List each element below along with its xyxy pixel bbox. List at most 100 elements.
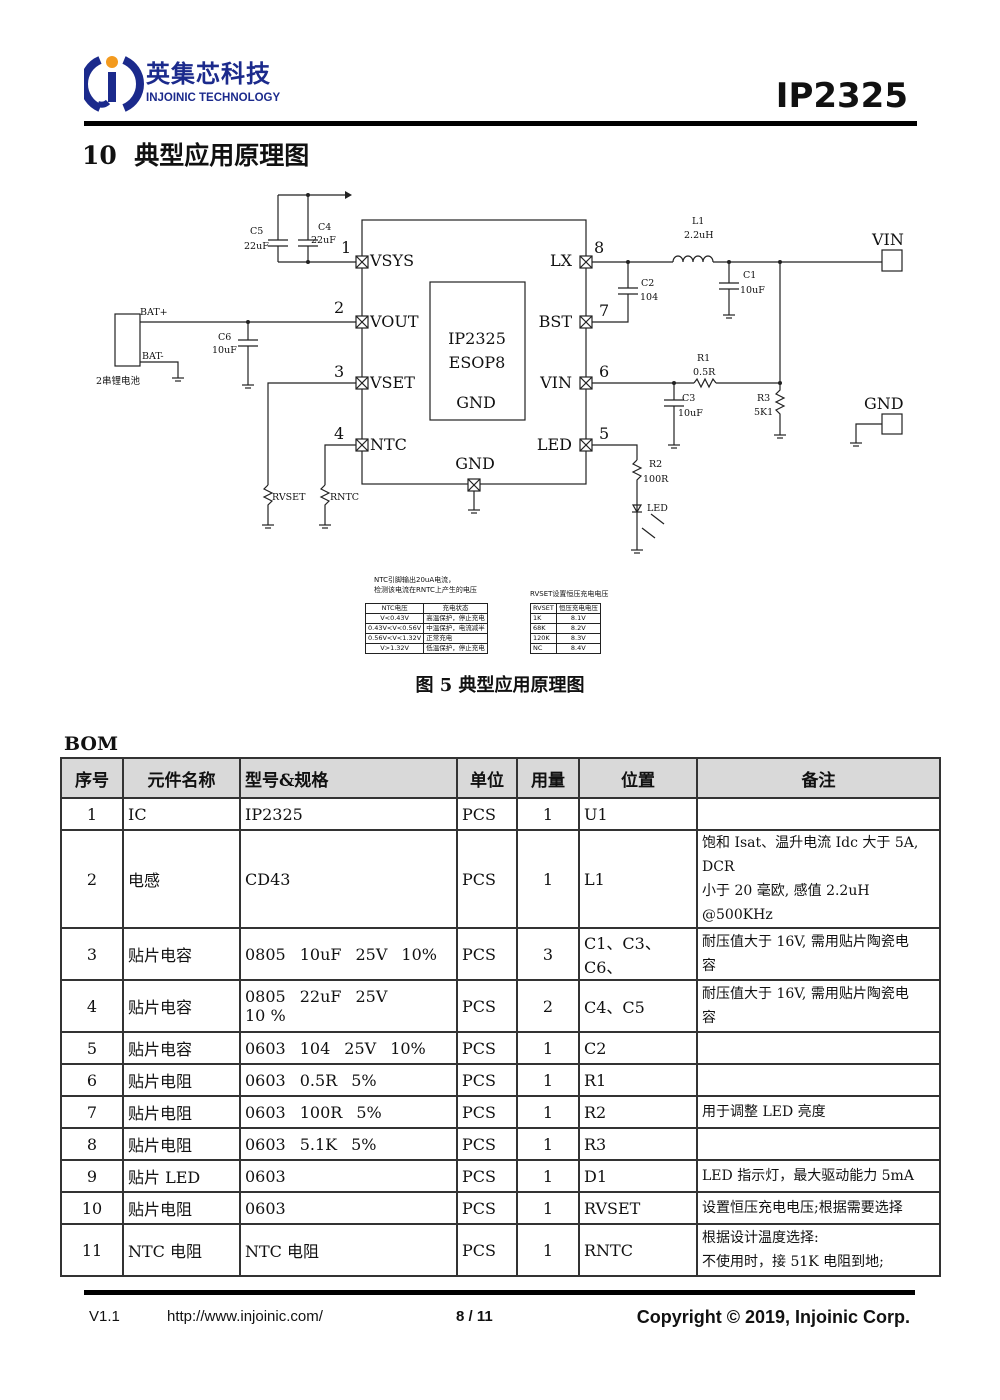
ground-icon: [774, 434, 786, 439]
ntc-table-cell: 中温保护，电流减半: [423, 623, 488, 634]
rvset-table-cell: NC: [530, 643, 557, 654]
note-line: 容: [702, 958, 716, 974]
r3-ref: R3: [757, 393, 770, 404]
note-line: 容: [702, 1010, 716, 1026]
pin-marker-icon: [579, 255, 593, 269]
pin-marker-icon: [579, 315, 593, 329]
bom-cell-name: 贴片 LED: [122, 1159, 241, 1193]
bom-cell-name: 贴片电阻: [122, 1095, 241, 1129]
pin-number: 1: [341, 238, 351, 257]
pin-name: VIN: [539, 373, 572, 392]
bom-cell-qty: 1: [516, 1159, 580, 1193]
bom-cell-position: C2: [578, 1031, 698, 1065]
spec-part: NTC 电阻: [245, 1242, 320, 1261]
spec-part: 22uF: [299, 987, 342, 1006]
bom-header: 元件名称: [122, 757, 241, 799]
bom-cell-unit: PCS: [456, 1031, 518, 1065]
rvset-table-cell: 8.2V: [555, 623, 601, 634]
ntc-table-cell: V>1.32V: [364, 643, 425, 654]
c1-ref: C1: [743, 270, 756, 281]
header-divider: [84, 121, 917, 126]
c1-value: 10uF: [740, 285, 765, 296]
bom-cell-unit: PCS: [456, 1223, 518, 1277]
bom-title: BOM: [64, 733, 118, 755]
bom-cell-unit: PCS: [456, 797, 518, 831]
bom-cell-no: 10: [60, 1191, 124, 1225]
bom-cell-name: 贴片电容: [122, 1031, 241, 1065]
chip-gnd-label: GND: [456, 393, 496, 412]
c3-value: 10uF: [678, 408, 703, 419]
bom-cell-no: 7: [60, 1095, 124, 1129]
r3-value: 5K1: [754, 407, 773, 418]
bom-cell-qty: 1: [516, 1095, 580, 1129]
bom-cell-no: 11: [60, 1223, 124, 1277]
pin-marker-icon: [579, 438, 593, 452]
chip-package: ESOP8: [449, 353, 506, 372]
bom-cell-unit: PCS: [456, 1127, 518, 1161]
ntc-table-cell: 0.43V<V<0.56V: [364, 623, 425, 634]
footer-url[interactable]: http://www.injoinic.com/: [167, 1308, 323, 1325]
section-heading: 典型应用原理图: [134, 141, 310, 170]
rvset-table-cell: 8.3V: [555, 633, 601, 644]
ground-icon: [723, 314, 735, 319]
spec-part: 25V: [355, 944, 388, 964]
bom-cell-qty: 1: [516, 1127, 580, 1161]
bom-header-row: 序号 元件名称 型号&规格 单位 用量 位置 备注: [60, 757, 941, 799]
note-line: 根据设计温度选择:: [702, 1230, 819, 1246]
bom-cell-position: RVSET: [578, 1191, 698, 1225]
bom-cell-note: 用于调整 LED 亮度: [696, 1095, 941, 1129]
bom-cell-no: 3: [60, 927, 124, 981]
bat-plus-label: BAT+: [140, 307, 168, 318]
c5-ref: C5: [250, 226, 263, 237]
ntc-table-cell: 0.56V<V<1.32V: [364, 633, 425, 644]
bom-cell-name: 贴片电容: [122, 979, 241, 1033]
bom-cell-position: R3: [578, 1127, 698, 1161]
chip-pad-label: GND: [455, 454, 495, 473]
bom-cell-name: 贴片电阻: [122, 1191, 241, 1225]
ntc-note: NTC引脚输出20uA电流， 检测该电流在RNTC上产生的电压: [374, 575, 477, 595]
c6-value: 10uF: [212, 345, 237, 356]
spec-part: 0805: [245, 987, 286, 1006]
pin-marker-icon: [355, 315, 369, 329]
r1-ref: R1: [697, 353, 710, 364]
c2-value: 104: [640, 292, 658, 303]
footer-divider: [84, 1290, 915, 1295]
bom-cell-unit: PCS: [456, 1159, 518, 1193]
output-arrow-icon: [345, 191, 352, 199]
footer-version: V1.1: [89, 1308, 120, 1325]
c5-value: 22uF: [244, 241, 269, 252]
pin-name: LED: [537, 435, 572, 454]
bom-cell-note: 耐压值大于 16V, 需用贴片陶瓷电容: [696, 927, 941, 981]
spec-part: 0603: [245, 1070, 286, 1090]
c2-ref: C2: [641, 278, 654, 289]
footer-page-number: 8 / 11: [456, 1308, 493, 1325]
bom-cell-qty: 1: [516, 1191, 580, 1225]
note-line: 不使用时，接 51K 电阻到地;: [702, 1254, 884, 1270]
pin-marker-icon: [355, 376, 369, 390]
bom-cell-note: 根据设计温度选择: 不使用时，接 51K 电阻到地;: [696, 1223, 941, 1277]
rvset-table-cell: 120K: [530, 633, 557, 644]
rvset-table-cell: 8.4V: [555, 643, 601, 654]
rvset-table-header: 恒压充电电压: [555, 603, 601, 614]
bom-header: 序号: [60, 757, 124, 799]
ground-icon: [172, 377, 184, 382]
bom-cell-position: L1: [578, 829, 698, 929]
pin-marker-icon: [467, 478, 481, 492]
bom-cell-unit: PCS: [456, 927, 518, 981]
bom-cell-name: IC: [122, 797, 241, 831]
bom-cell-position: D1: [578, 1159, 698, 1193]
bom-cell-name: 贴片电阻: [122, 1063, 241, 1097]
spec-part: 25V: [344, 1038, 377, 1058]
l1-value: 2.2uH: [684, 230, 714, 241]
pin-number: 8: [594, 238, 604, 257]
spec-part: 0805: [245, 944, 286, 964]
